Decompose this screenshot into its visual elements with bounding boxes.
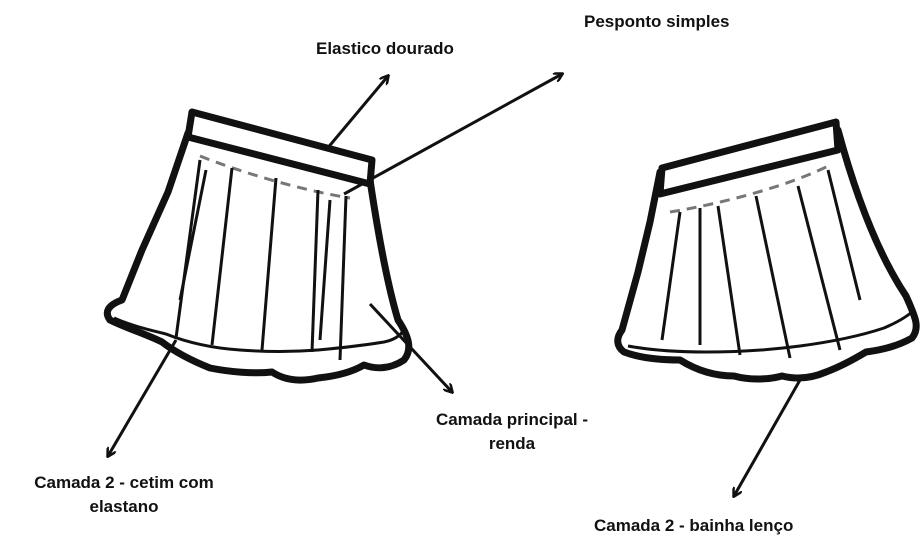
left-pleat-lines [174, 159, 348, 361]
left-stitch-line [199, 154, 351, 200]
left-skirt-layer2-hem [113, 316, 406, 353]
callout-arrows [108, 74, 802, 496]
label-elastico-dourado: Elastico dourado [316, 39, 454, 58]
right-pleat-lines [660, 169, 862, 359]
right-stitch-line [669, 162, 833, 214]
left-skirt [103, 108, 413, 384]
label-pesponto-simples: Pesponto simples [584, 12, 730, 31]
label-camada-principal: Camada principal - renda [435, 410, 589, 453]
label-camada2-cetim: Camada 2 - cetim com elastano [34, 473, 214, 516]
right-waistband [656, 118, 842, 198]
left-waistband [184, 108, 376, 188]
arrow-camada-principal [368, 302, 452, 392]
label-camada2-bainha: Camada 2 - bainha lenço [594, 516, 794, 535]
right-skirt [614, 118, 920, 383]
arrow-camada2-left [108, 339, 178, 456]
arrow-elastico [324, 76, 388, 151]
arrow-pesponto [343, 74, 562, 196]
arrow-camada2-right [734, 379, 802, 496]
right-skirt-layer2-hem [627, 308, 916, 354]
